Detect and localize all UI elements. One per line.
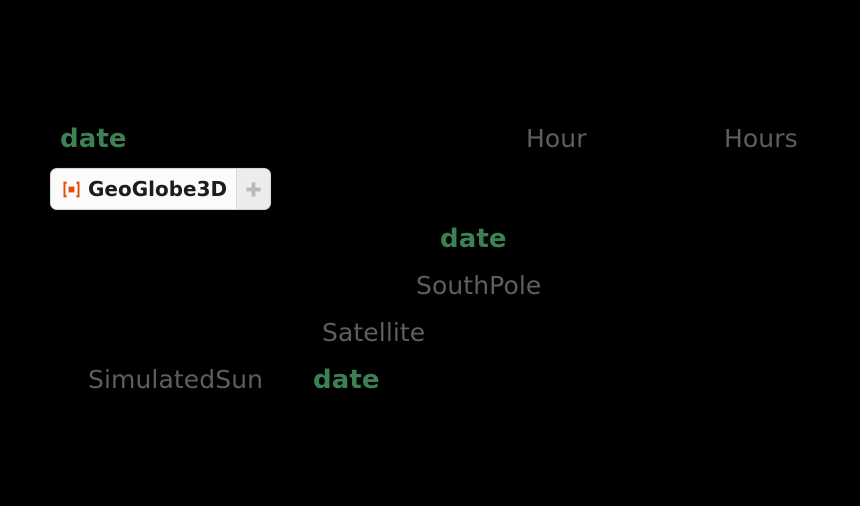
token-satellite: Satellite bbox=[322, 318, 426, 347]
entity-button-divider bbox=[236, 169, 238, 209]
token-date-3: date bbox=[313, 365, 380, 395]
entity-button-label: GeoGlobe3D bbox=[88, 176, 228, 201]
entity-button-main[interactable]: GeoGlobe3D bbox=[51, 169, 237, 209]
entity-add-button[interactable] bbox=[237, 169, 271, 209]
token-date-1: date bbox=[60, 124, 127, 154]
plus-icon bbox=[245, 181, 262, 198]
token-southpole: SouthPole bbox=[416, 271, 542, 300]
entity-bracket-icon bbox=[62, 180, 81, 199]
token-hour: Hour bbox=[526, 124, 587, 153]
token-hours: Hours bbox=[724, 124, 798, 153]
token-simulatedsun: SimulatedSun bbox=[88, 365, 264, 394]
token-date-2: date bbox=[440, 224, 507, 254]
entity-button-geoglobe3d[interactable]: GeoGlobe3D bbox=[50, 168, 272, 210]
